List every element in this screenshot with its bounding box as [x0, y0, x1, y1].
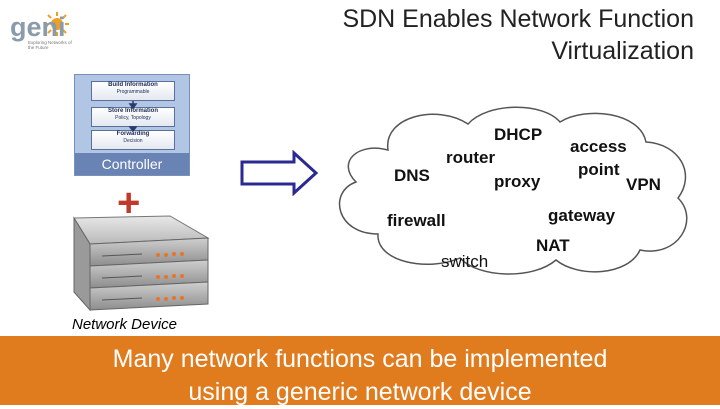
controller-block-build: Build Information Programmable	[91, 81, 175, 101]
summary-banner: Many network functions can be implemente…	[0, 336, 720, 406]
function-point: point	[578, 160, 620, 179]
network-device-label: Network Device	[72, 316, 178, 333]
function-vpn: VPN	[626, 175, 661, 194]
geni-logo	[8, 4, 78, 64]
function-firewall: firewall	[387, 211, 446, 230]
controller-block-sub: Policy, Topology	[115, 115, 151, 121]
network-device-icon	[73, 215, 210, 312]
function-dns: DNS	[394, 166, 430, 185]
cloud-shape	[338, 106, 688, 275]
logo-tagline: Exploring Networks of the Future	[28, 40, 72, 50]
banner-line-2: using a generic network device	[188, 378, 532, 406]
function-proxy: proxy	[494, 172, 541, 191]
banner-text: Many network functions can be implemente…	[0, 343, 720, 409]
logo-sun-icon	[45, 12, 69, 36]
controller-block-sub: Decision	[123, 138, 143, 144]
controller-arrows	[128, 101, 138, 133]
controller-block-title: Store Information	[107, 108, 158, 114]
banner-line-1: Many network functions can be implemente…	[112, 345, 608, 373]
function-dhcp: DHCP	[494, 125, 543, 144]
function-switch: switch	[441, 252, 489, 271]
function-access: access	[570, 137, 627, 156]
logo-word: geni	[10, 12, 66, 42]
controller-box: Build Information Programmable Store Inf…	[74, 74, 190, 176]
double-arrow-icon	[240, 150, 319, 196]
plus-sign: +	[117, 181, 141, 225]
slide-title: SDN Enables Network Function Virtualizat…	[342, 5, 694, 65]
controller-label: Controller	[75, 153, 189, 175]
controller-block-title: Forwarding	[116, 131, 150, 137]
function-gateway: gateway	[548, 206, 616, 225]
function-nat: NAT	[536, 236, 570, 255]
controller-block-title: Build Information	[108, 82, 158, 88]
controller-block-sub: Programmable	[116, 89, 150, 95]
function-router: router	[446, 148, 496, 167]
